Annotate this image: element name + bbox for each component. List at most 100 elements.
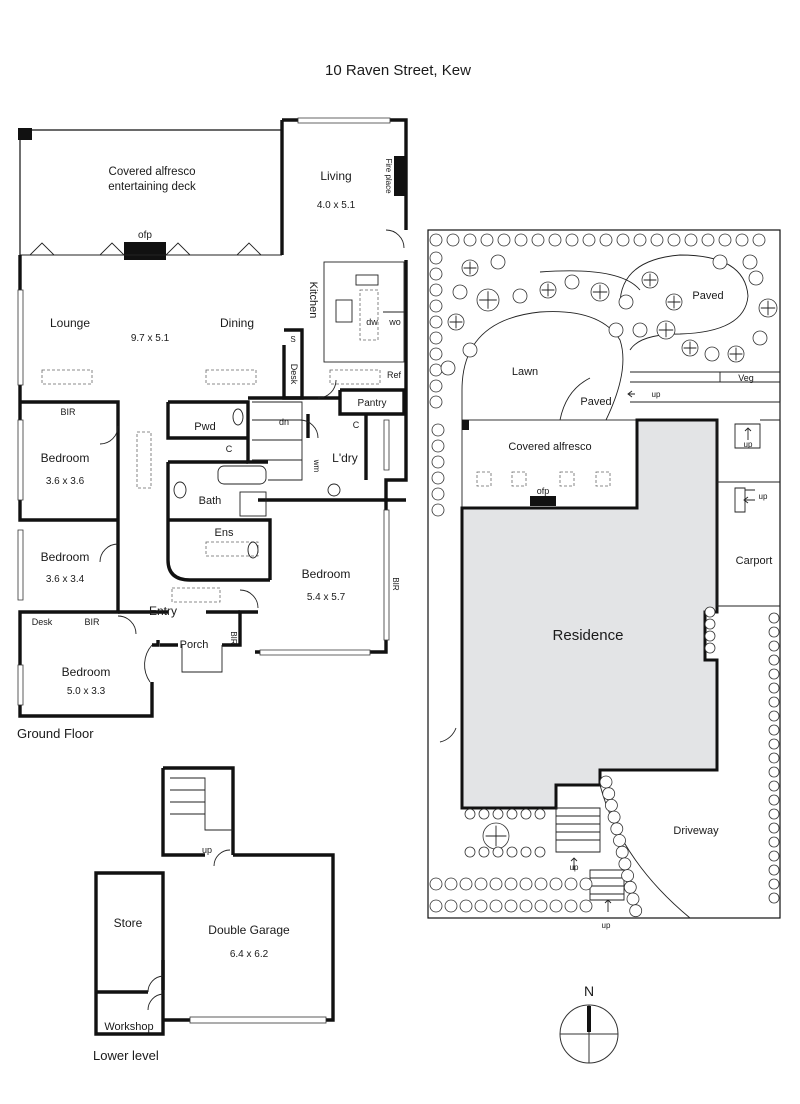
- tree-symbol: [549, 899, 563, 913]
- bir-label: BIR: [60, 407, 76, 417]
- garage-dimensions: 6.4 x 6.2: [230, 949, 269, 960]
- residence-footprint: [460, 418, 719, 810]
- tree-symbol: [440, 360, 456, 376]
- tree-symbol-detail: [592, 284, 608, 300]
- tree-symbol: [429, 395, 443, 409]
- tree-symbol: [704, 346, 720, 362]
- porch-label: Porch: [180, 639, 209, 651]
- tree-symbol: [768, 822, 780, 834]
- tree-symbol: [615, 845, 629, 859]
- tree-symbol: [504, 899, 518, 913]
- garden-trees: [429, 233, 780, 918]
- tree-symbol: [474, 899, 488, 913]
- tree-symbol: [768, 850, 780, 862]
- tree-symbol: [633, 233, 647, 247]
- tree-symbol: [768, 892, 780, 904]
- porch-bir-label: BIR: [229, 631, 238, 645]
- tree-symbol: [429, 347, 443, 361]
- bedroom-2-label: Bedroom: [41, 550, 90, 564]
- tree-symbol: [768, 654, 780, 666]
- dishwasher-label: dw: [366, 317, 378, 327]
- tree-symbol: [490, 254, 506, 270]
- tree-symbol: [429, 363, 443, 377]
- tree-symbol: [564, 274, 580, 290]
- tree-symbol: [629, 904, 643, 918]
- lower-level-caption: Lower level: [93, 1048, 159, 1063]
- store-label: Store: [114, 916, 143, 930]
- cupboard-label-2: C: [353, 420, 360, 430]
- entry-label: Entry: [149, 604, 177, 618]
- lounge-label: Lounge: [50, 316, 90, 330]
- tree-symbol: [623, 880, 637, 894]
- tree-symbol: [534, 808, 546, 820]
- tree-symbol: [618, 294, 634, 310]
- tree-symbol: [429, 283, 443, 297]
- property-title: 10 Raven Street, Kew: [325, 62, 471, 79]
- tree-symbol: [704, 630, 716, 642]
- tree-symbol: [431, 455, 445, 469]
- paved-area-2-label: Paved: [580, 396, 611, 408]
- ref-label: Ref: [387, 370, 402, 380]
- tree-symbol: [514, 233, 528, 247]
- carport-label: Carport: [736, 555, 773, 567]
- dining-label: Dining: [220, 316, 254, 330]
- tree-symbol: [531, 233, 545, 247]
- tree-symbol: [429, 299, 443, 313]
- tree-symbol: [512, 288, 528, 304]
- alfresco-deck-label: Covered alfresco: [109, 166, 196, 178]
- tree-symbol: [489, 899, 503, 913]
- tree-symbol: [768, 752, 780, 764]
- tree-symbol: [605, 799, 618, 812]
- washing-machine-label: wm: [312, 459, 321, 473]
- tree-symbol: [459, 899, 473, 913]
- pantry-label: Pantry: [358, 398, 387, 409]
- tree-symbol: [431, 439, 445, 453]
- tree-symbol: [431, 487, 445, 501]
- tree-symbol: [621, 869, 634, 882]
- tree-symbol: [608, 322, 624, 338]
- tree-symbol: [618, 857, 632, 871]
- stairs-up-label: up: [202, 845, 212, 855]
- tree-symbol: [768, 836, 780, 848]
- tree-symbol-detail: [760, 300, 776, 316]
- tree-symbol: [464, 808, 476, 820]
- tree-symbol: [768, 808, 780, 820]
- site-plan: [427, 229, 781, 919]
- master-bir-label: BIR: [391, 577, 400, 591]
- tree-symbol: [718, 233, 732, 247]
- desk-label: Desk: [289, 364, 299, 385]
- tree-symbol: [429, 251, 443, 265]
- tree-symbol: [735, 233, 749, 247]
- tree-symbol: [548, 233, 562, 247]
- ground-floor-labels: Covered alfresco entertaining deck ofp L…: [17, 158, 401, 741]
- tree-symbol: [599, 775, 613, 789]
- s-label: S: [290, 335, 295, 344]
- tree-symbol: [463, 233, 477, 247]
- tree-symbol: [616, 233, 630, 247]
- bath-label: Bath: [199, 495, 222, 507]
- paved-area-1-label: Paved: [692, 290, 723, 302]
- bedroom-1-label: Bedroom: [41, 451, 90, 465]
- tree-symbol: [492, 846, 504, 858]
- tree-symbol: [752, 233, 766, 247]
- up-arrow-label-1: up: [652, 390, 661, 399]
- lower-level-labels: up Store Double Garage 6.4 x 6.2 Worksho…: [93, 845, 290, 1063]
- tree-symbol-detail: [485, 825, 507, 847]
- tree-symbol: [464, 846, 476, 858]
- tree-symbol: [506, 846, 518, 858]
- tree-symbol: [534, 846, 546, 858]
- tree-symbol: [520, 808, 532, 820]
- lounge-dining-dimensions: 9.7 x 5.1: [131, 333, 170, 344]
- tree-symbol: [429, 331, 443, 345]
- tree-symbol: [462, 342, 478, 358]
- tree-symbol: [478, 808, 490, 820]
- ground-floor-plan: [17, 117, 408, 718]
- tree-symbol: [564, 877, 578, 891]
- tree-symbol: [579, 899, 593, 913]
- tree-symbol: [429, 315, 443, 329]
- tree-symbol: [429, 899, 443, 913]
- tree-symbol: [768, 878, 780, 890]
- tree-symbol: [768, 626, 780, 638]
- tree-symbol: [504, 877, 518, 891]
